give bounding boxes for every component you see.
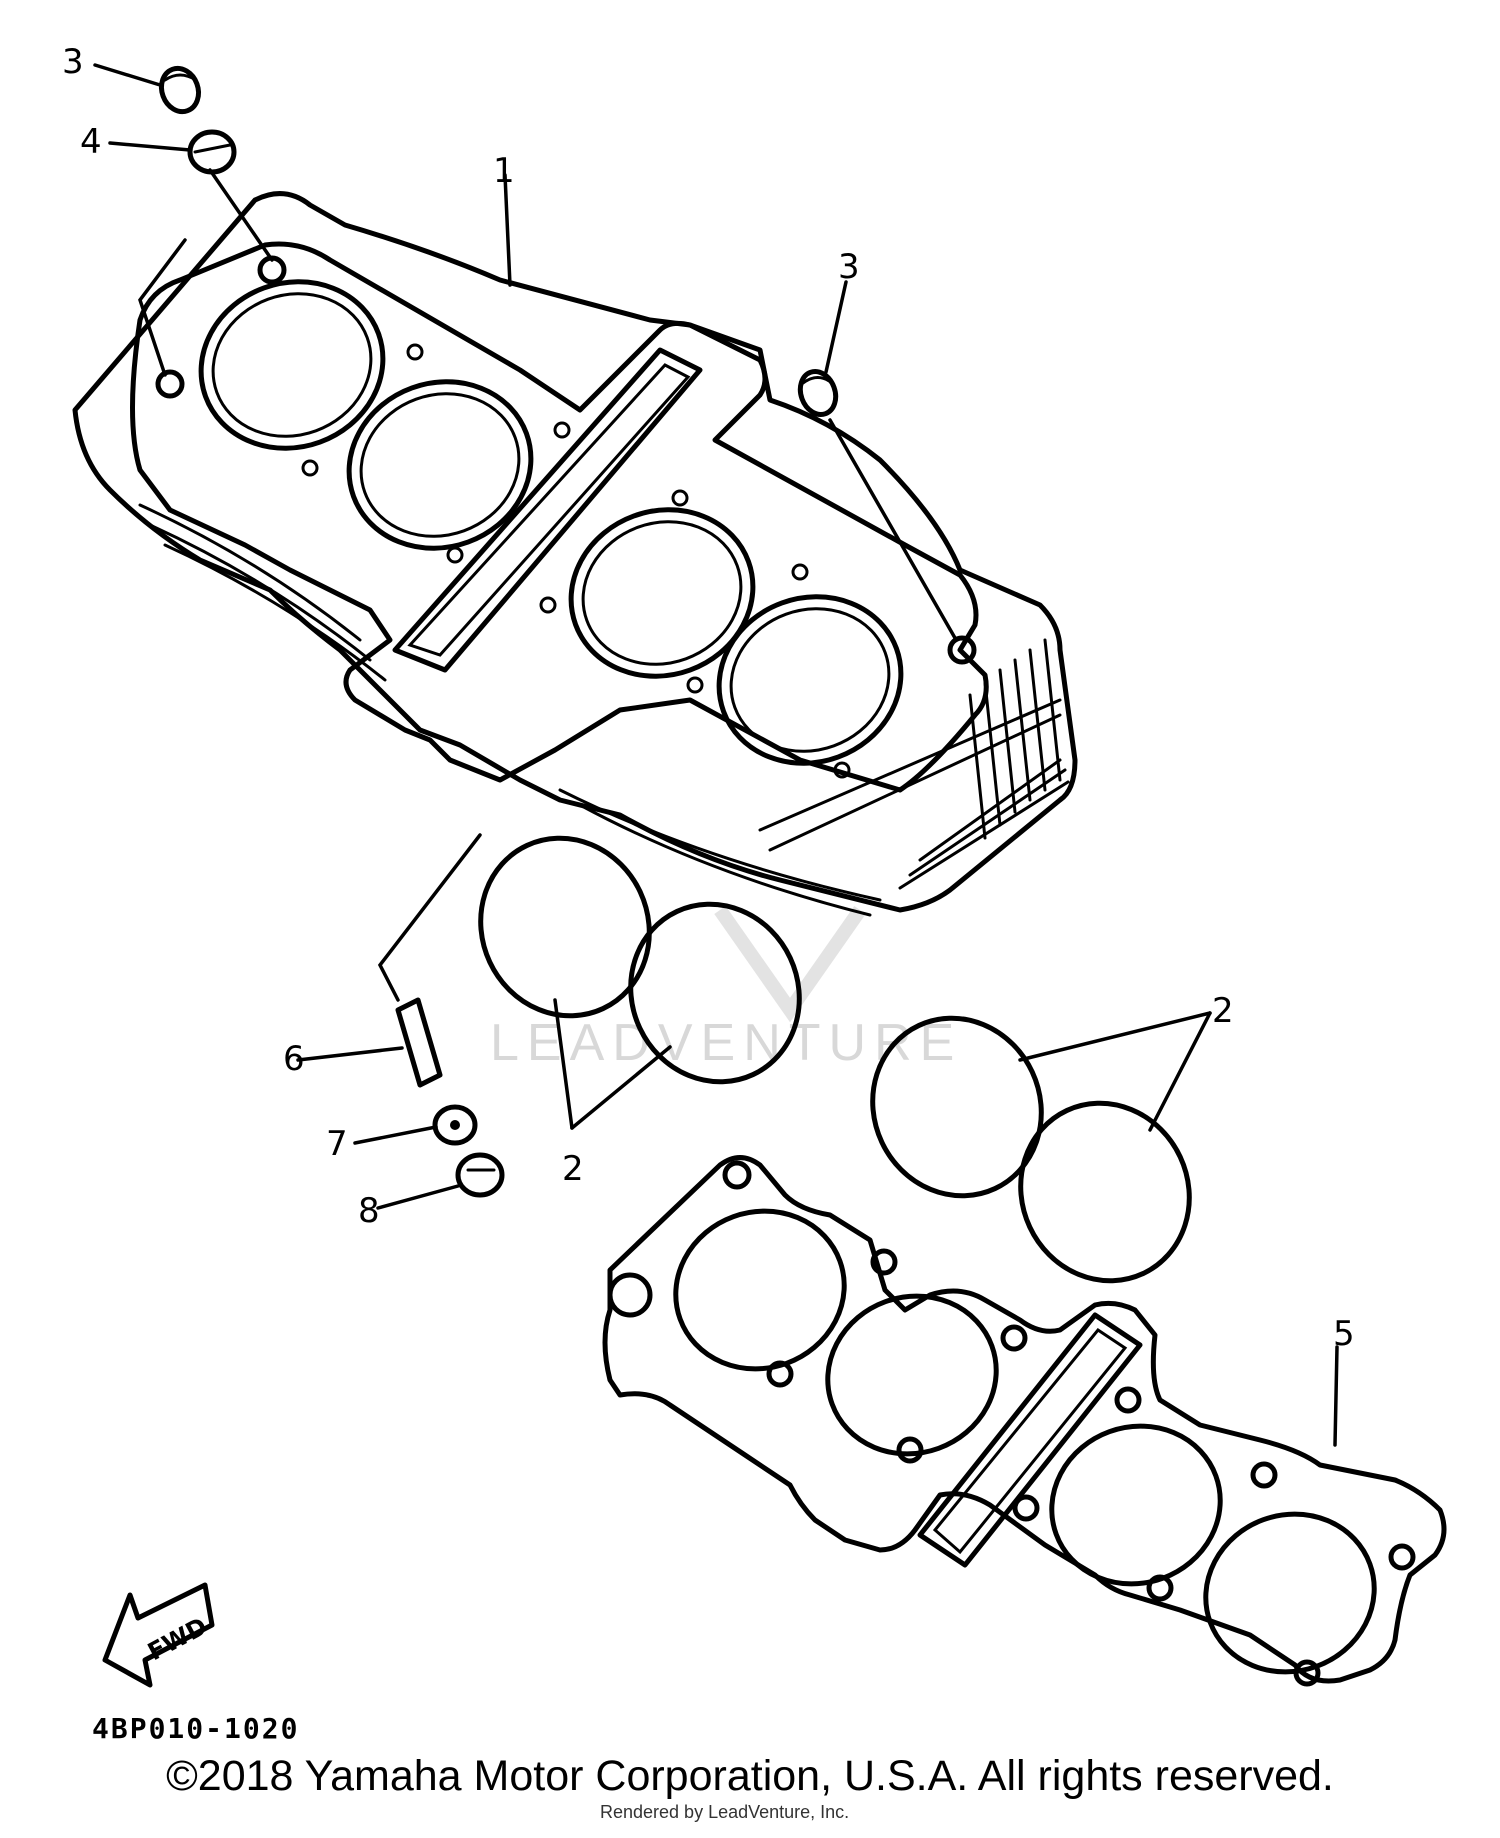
callout-5: 5 (1333, 1314, 1355, 1354)
watermark-credit: Rendered by LeadVenture, Inc. (600, 1802, 849, 1822)
diagram-code: 4BP010-1020 (92, 1712, 299, 1745)
callout-3-top: 3 (62, 42, 84, 82)
fwd-label: FWD (143, 1612, 212, 1666)
forward-arrow-icon: FWD (102, 1582, 215, 1688)
callout-4: 4 (80, 122, 102, 162)
callout-1: 1 (493, 151, 515, 191)
callout-8: 8 (358, 1191, 380, 1231)
callout-3-right: 3 (838, 247, 860, 287)
callouts: 3 4 1 3 2 2 5 6 7 8 (62, 42, 1355, 1354)
nut-part-8 (455, 1152, 505, 1198)
copyright-notice: ©2018 Yamaha Motor Corporation, U.S.A. A… (166, 1752, 1334, 1800)
callout-6: 6 (283, 1039, 305, 1079)
dowel-pin-top-left (158, 65, 202, 115)
pin-part-6 (395, 997, 443, 1088)
callout-2-left: 2 (562, 1149, 584, 1189)
dowel-pin-right (797, 369, 839, 417)
washer-part-7 (432, 1104, 478, 1146)
watermark: LEADVENTURE (490, 905, 962, 1072)
o-rings-group-left (478, 835, 802, 1085)
callout-7: 7 (326, 1124, 348, 1164)
o-rings-group-right (870, 1015, 1192, 1284)
o-ring-part-4 (187, 129, 237, 175)
cylinder-block (72, 191, 1078, 917)
watermark-text: LEADVENTURE (490, 1014, 962, 1072)
leader-lines (93, 63, 1339, 1447)
cylinder-gasket (602, 1155, 1447, 1687)
callout-2-right: 2 (1212, 991, 1234, 1031)
